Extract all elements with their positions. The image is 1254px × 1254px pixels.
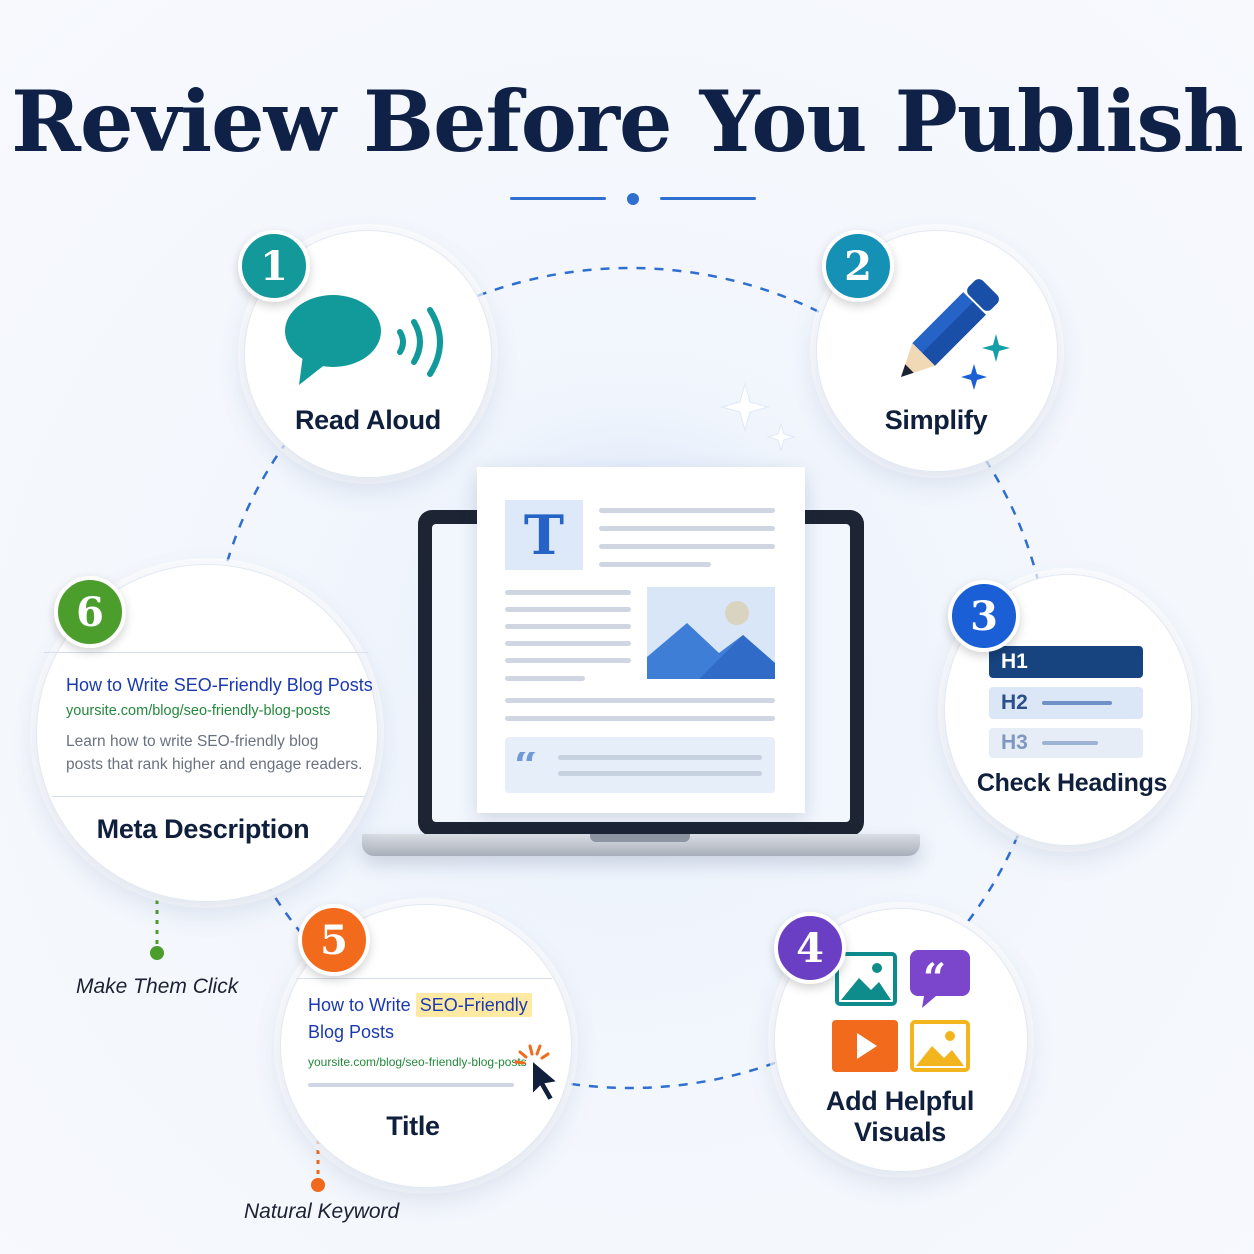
sound-waves-icon [397,307,443,377]
speech-bubble-icon [285,295,381,385]
step-6-bottom-divider [52,796,366,797]
laptop-notch [590,834,690,842]
doc-text-line [505,716,775,721]
doc-text-line [599,562,711,567]
sparkle-icon [961,334,1010,390]
step-1-label: Read Aloud [294,405,441,435]
doc-text-line [558,771,762,776]
pencil-icon [900,279,999,378]
step-6-note: Make Them Click [76,975,239,998]
step-6-serp-title: How to Write SEO-Friendly Blog Posts [66,675,373,695]
heading-h2-label: H2 [1001,691,1028,714]
quote-icon: “ [910,950,970,1008]
step-5-badge: 5 [298,904,370,976]
heading-h1-label: H1 [1001,650,1028,673]
doc-text-line [505,607,631,612]
heading-h1-row: H1 [989,646,1143,678]
doc-text-line [599,526,775,531]
step-6-label: Meta Description [96,814,310,844]
step-6-serp-desc-line2: posts that rank higher and engage reader… [66,756,363,773]
doc-text-line [599,544,775,549]
step-1-badge: 1 [238,230,310,302]
step-6-serp-desc-line1: Learn how to write SEO-friendly blog [66,733,319,750]
doc-image-icon [647,587,775,679]
quote-icon: “ [514,752,538,780]
image-icon [835,952,897,1006]
step-5-divider [296,978,552,979]
step-3-label: Check Headings [976,769,1168,797]
step-4-label-line1: Add Helpful [825,1086,975,1116]
doc-letter-block: T [505,500,583,570]
step-5-serp-title-line2: Blog Posts [308,1022,395,1042]
play-icon [832,1020,898,1072]
step-2-badge: 2 [822,230,894,302]
doc-text-line [505,624,631,629]
step-5-serp-bar [308,1083,514,1087]
connector-5-dot [311,1178,325,1192]
doc-text-line [505,590,631,595]
step-4-label-line2: Visuals [854,1117,946,1147]
doc-text-line [558,755,762,760]
heading-h2-row: H2 [989,687,1143,719]
step-4-label: Add Helpful Visuals [800,1086,1000,1148]
heading-h3-label: H3 [1001,731,1028,754]
step-6-badge: 6 [54,576,126,648]
step-5-label: Title [386,1111,440,1141]
step-3-badge: 3 [948,580,1020,652]
step-6-serp-desc: Learn how to write SEO-friendly blog pos… [66,730,362,776]
title-divider-dot [627,193,639,205]
step-2-label: Simplify [884,405,988,435]
doc-text-line [505,658,631,663]
svg-text:“: “ [923,955,946,1002]
doc-text-line [505,698,775,703]
step-5-note: Natural Keyword [244,1200,400,1223]
step-6-serp-url: yoursite.com/blog/seo-friendly-blog-post… [66,703,331,719]
laptop-base [362,834,920,856]
image-icon [910,1020,970,1072]
step-4-badge: 4 [774,912,846,984]
svg-text:“: “ [514,752,538,780]
page-title: Review Before You Publish [11,72,1244,171]
doc-text-line [599,508,775,513]
heading-h2-bar [1041,701,1112,705]
sparkle-icon [720,382,796,452]
step-5-serp-url: yoursite.com/blog/seo-friendly-blog-post… [308,1055,527,1069]
step-6-top-divider [44,652,368,653]
step-5-serp-title-highlight: SEO-Friendly [415,993,532,1017]
step-5-serp-title-plain: How to Write [308,995,411,1015]
title-divider-right [660,197,756,200]
doc-text-line [505,676,585,681]
doc-quote-block [505,737,775,793]
connector-6-dot [150,946,164,960]
cursor-click-icon [514,1044,561,1102]
doc-text-line [505,641,631,646]
step-5-serp-title: How to Write SEO-Friendly [308,993,532,1017]
heading-h3-row: H3 [989,728,1143,758]
heading-h3-bar [1041,741,1098,745]
title-divider-left [510,197,606,200]
